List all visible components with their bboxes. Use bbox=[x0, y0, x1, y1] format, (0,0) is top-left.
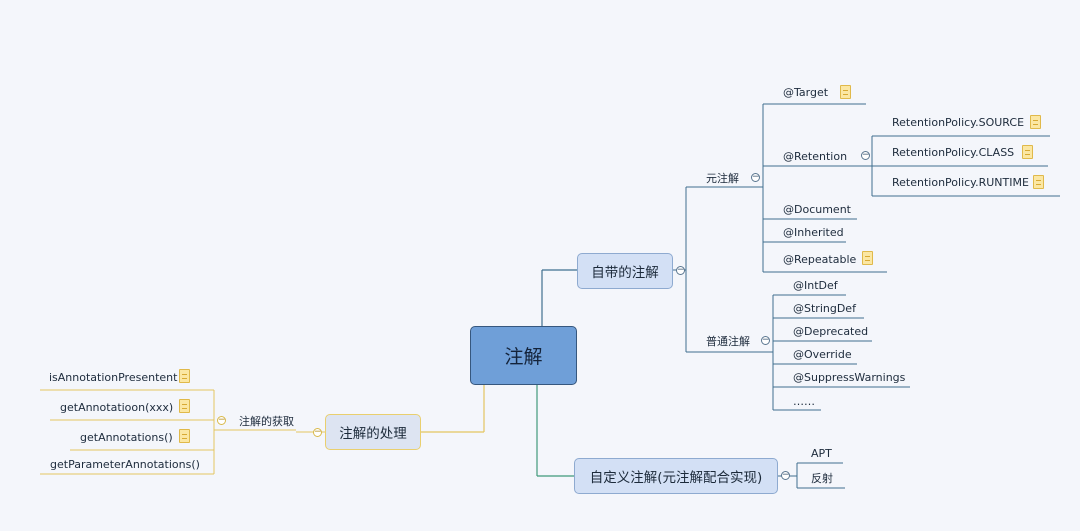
note-icon[interactable] bbox=[840, 85, 851, 99]
retention-policy-source[interactable]: RetentionPolicy.SOURCE bbox=[892, 116, 1025, 129]
retrieval-label[interactable]: 注解的获取 bbox=[239, 415, 294, 428]
normal-item-deprecated[interactable]: @Deprecated bbox=[793, 325, 869, 338]
normal-item-stringdef[interactable]: @StringDef bbox=[793, 302, 856, 315]
collapse-icon[interactable]: − bbox=[676, 265, 685, 275]
collapse-icon[interactable]: − bbox=[217, 415, 226, 425]
retention-policy-runtime[interactable]: RetentionPolicy.RUNTIME bbox=[892, 176, 1029, 189]
note-icon[interactable] bbox=[179, 429, 190, 443]
note-icon[interactable] bbox=[1030, 115, 1041, 129]
topic-annotation-processing[interactable]: 注解的处理 bbox=[325, 414, 421, 450]
note-icon[interactable] bbox=[1033, 175, 1044, 189]
collapse-icon[interactable]: − bbox=[861, 150, 870, 160]
topic-custom-annotations[interactable]: 自定义注解(元注解配合实现) bbox=[574, 458, 778, 494]
retrieval-item-get-annotation[interactable]: getAnnotatioon(xxx) bbox=[60, 401, 174, 414]
normal-item-suppresswarnings[interactable]: @SuppressWarnings bbox=[793, 371, 906, 384]
meta-item-target[interactable]: @Target bbox=[783, 86, 829, 99]
retrieval-item-get-annotations[interactable]: getAnnotations() bbox=[80, 431, 173, 444]
note-icon[interactable] bbox=[179, 369, 190, 383]
custom-item-reflection[interactable]: 反射 bbox=[811, 472, 833, 485]
normal-item-intdef[interactable]: @IntDef bbox=[793, 279, 838, 292]
collapse-icon[interactable]: − bbox=[761, 335, 770, 345]
meta-item-retention[interactable]: @Retention bbox=[783, 150, 848, 163]
meta-annotations-label[interactable]: 元注解 bbox=[706, 172, 739, 185]
meta-item-document[interactable]: @Document bbox=[783, 203, 851, 216]
collapse-icon[interactable]: − bbox=[751, 172, 760, 182]
collapse-icon[interactable]: − bbox=[313, 427, 322, 437]
normal-item-override[interactable]: @Override bbox=[793, 348, 852, 361]
meta-item-inherited[interactable]: @Inherited bbox=[783, 226, 844, 239]
custom-item-apt[interactable]: APT bbox=[811, 447, 832, 460]
note-icon[interactable] bbox=[1022, 145, 1033, 159]
note-icon[interactable] bbox=[862, 251, 873, 265]
note-icon[interactable] bbox=[179, 399, 190, 413]
collapse-icon[interactable]: − bbox=[781, 470, 790, 480]
retention-policy-class[interactable]: RetentionPolicy.CLASS bbox=[892, 146, 1015, 159]
normal-item-ellipsis[interactable]: …… bbox=[793, 395, 815, 408]
retrieval-item-is-annotation-present[interactable]: isAnnotationPresentent bbox=[49, 371, 178, 384]
retrieval-item-get-parameter-annotations[interactable]: getParameterAnnotations() bbox=[50, 458, 200, 471]
central-topic[interactable]: 注解 bbox=[470, 326, 577, 385]
normal-annotations-label[interactable]: 普通注解 bbox=[706, 335, 750, 348]
topic-builtin-annotations[interactable]: 自带的注解 bbox=[577, 253, 673, 289]
meta-item-repeatable[interactable]: @Repeatable bbox=[783, 253, 857, 266]
